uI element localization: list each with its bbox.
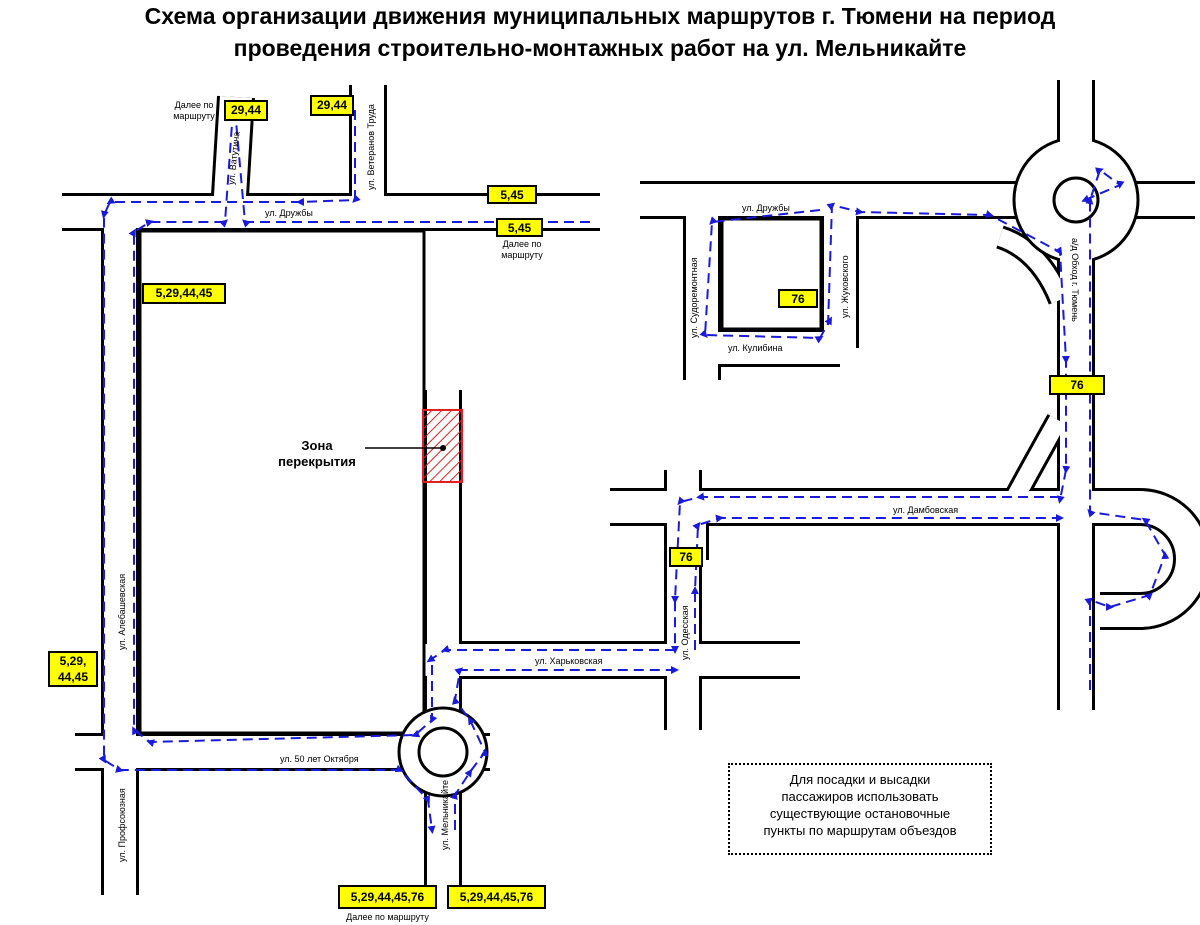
- route-label-line-1: 5,29,: [59, 654, 87, 668]
- street-50-let-oktyabrya: ул. 50 лет Октября: [280, 754, 359, 764]
- route-label-29-44-veteranov: 29,44: [310, 95, 354, 116]
- street-profsoyuznaya: ул. Профсоюзная: [117, 788, 127, 862]
- street-druzhby-west: ул. Дружбы: [265, 208, 313, 218]
- street-druzhby-east: ул. Дружбы: [742, 203, 790, 213]
- note-further-melnikaite: Далее по маршруту: [346, 912, 429, 922]
- street-obkhod: а/д Обход г. Тюмень: [1070, 238, 1080, 322]
- notice-line-4: пункты по маршрутам объездов: [763, 823, 957, 838]
- title-line-1: Схема организации движения муниципальных…: [144, 3, 1056, 29]
- street-veteranov-truda: ул. Ветеранов Труда: [366, 104, 376, 190]
- closure-caption-line-2: перекрытия: [278, 454, 356, 469]
- route-label-5-29-44-45-left: 5,29, 44,45: [48, 651, 98, 687]
- street-labels: ул. Ватутина ул. Ветеранов Труда ул. Дру…: [117, 104, 1080, 862]
- street-melnikaite: ул. Мельникайте: [440, 780, 450, 850]
- route-label-melnikaite-right: 5,29,44,45,76: [447, 885, 546, 909]
- title-line-2: проведения строительно-монтажных работ н…: [233, 35, 967, 61]
- street-sudoremontnaya: ул. Судоремонтная: [689, 257, 699, 338]
- route-label-5-45-bottom: 5,45: [496, 218, 543, 237]
- passenger-notice: Для посадки и высадки пассажиров использ…: [728, 763, 992, 855]
- note-further-vatutina: Далее по маршруту: [173, 100, 215, 121]
- street-kharkovskaya: ул. Харьковская: [535, 656, 603, 666]
- detour-routes: [98, 106, 1170, 834]
- street-alebashevskaya: ул. Алебашевская: [117, 574, 127, 650]
- route-label-29-44-vatutina: 29,44: [224, 100, 268, 121]
- route-label-5-29-44-45-top: 5,29,44,45: [142, 283, 226, 304]
- note-further-druzhby: Далее по маршруту: [501, 239, 543, 260]
- notice-line-1: Для посадки и высадки: [789, 772, 931, 787]
- route-label-76-zhukovskogo: 76: [778, 289, 818, 308]
- route-label-line-2: 44,45: [57, 670, 89, 684]
- notice-line-2: пассажиров использовать: [781, 789, 939, 804]
- street-kulibina: ул. Кулибина: [728, 343, 783, 353]
- route-label-76-odesskaya: 76: [669, 547, 703, 567]
- street-dambovskaya: ул. Дамбовская: [893, 505, 958, 515]
- route-label-5-45-top: 5,45: [487, 185, 537, 204]
- closure-zone-caption: Зона перекрытия: [272, 438, 362, 470]
- street-odesskaya: ул. Одесская: [680, 605, 690, 660]
- route-label-melnikaite-left: 5,29,44,45,76: [338, 885, 437, 909]
- street-zhukovskogo: ул. Жуковского: [840, 255, 850, 318]
- map-title: Схема организации движения муниципальных…: [0, 0, 1200, 64]
- notice-line-3: существующие остановочные: [769, 806, 951, 821]
- route-label-76-highway: 76: [1049, 375, 1105, 395]
- closure-caption-line-1: Зона: [301, 438, 333, 453]
